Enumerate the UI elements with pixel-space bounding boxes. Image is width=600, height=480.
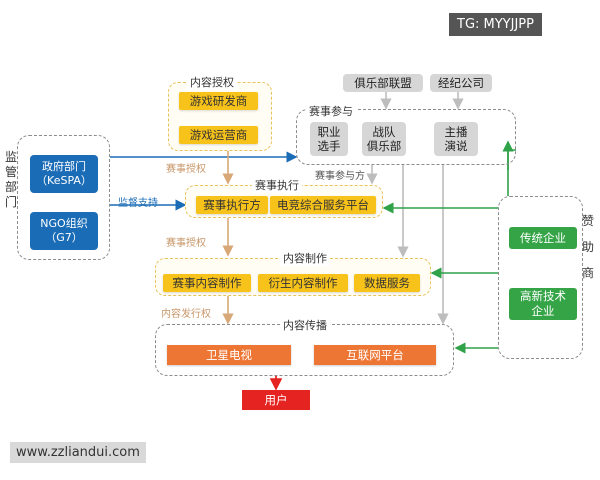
node-players: 职业 选手 [310, 122, 348, 156]
node-g7: NGO组织 （G7） [30, 212, 98, 250]
node-agency: 经纪公司 [430, 74, 492, 92]
regulator-group [17, 135, 110, 260]
watermark-top: TG: MYYJJPP [449, 13, 542, 36]
node-traditional-enterprise: 传统企业 [509, 227, 577, 249]
node-satellite-tv: 卫星电视 [167, 345, 291, 365]
sponsor-group-label: 赞 助 商 [581, 214, 594, 280]
participation-group [296, 109, 516, 165]
regulator-group-label: 监 管 部 门 [4, 150, 17, 209]
node-data-service: 数据服务 [354, 274, 420, 292]
node-club-league: 俱乐部联盟 [343, 74, 423, 92]
edge-label-supervise: 监督支持 [118, 198, 158, 209]
distribution-group-label: 内容传播 [280, 317, 330, 333]
sponsor-group [498, 196, 583, 359]
node-hosts: 主播 演说 [434, 122, 478, 156]
node-esports-platform: 电竞综合服务平台 [270, 196, 376, 214]
node-users: 用户 [242, 390, 310, 410]
edge-label-distribution-right: 内容发行权 [161, 309, 211, 320]
node-hightech-enterprise: 高新技术 企业 [509, 288, 577, 320]
edge-label-participants: 赛事参与方 [315, 171, 365, 182]
edge-label-event-auth-2: 赛事授权 [166, 238, 206, 249]
node-kespa: 政府部门 （KeSPA） [30, 155, 98, 193]
node-derivative-content: 衍生内容制作 [258, 274, 348, 292]
node-game-operator: 游戏运营商 [179, 126, 258, 144]
node-event-executor: 赛事执行方 [196, 196, 268, 214]
auth-group-label: 内容授权 [187, 74, 237, 90]
execution-group-label: 赛事执行 [252, 177, 302, 193]
node-event-content: 赛事内容制作 [163, 274, 251, 292]
edge-label-event-auth-1: 赛事授权 [166, 164, 206, 175]
node-internet-platform: 互联网平台 [314, 345, 436, 365]
participation-group-label: 赛事参与 [306, 103, 356, 119]
node-teams: 战队 俱乐部 [362, 122, 406, 156]
watermark-bottom: www.zzliandui.com [10, 442, 146, 463]
production-group-label: 内容制作 [280, 250, 330, 266]
node-game-developer: 游戏研发商 [179, 92, 258, 110]
